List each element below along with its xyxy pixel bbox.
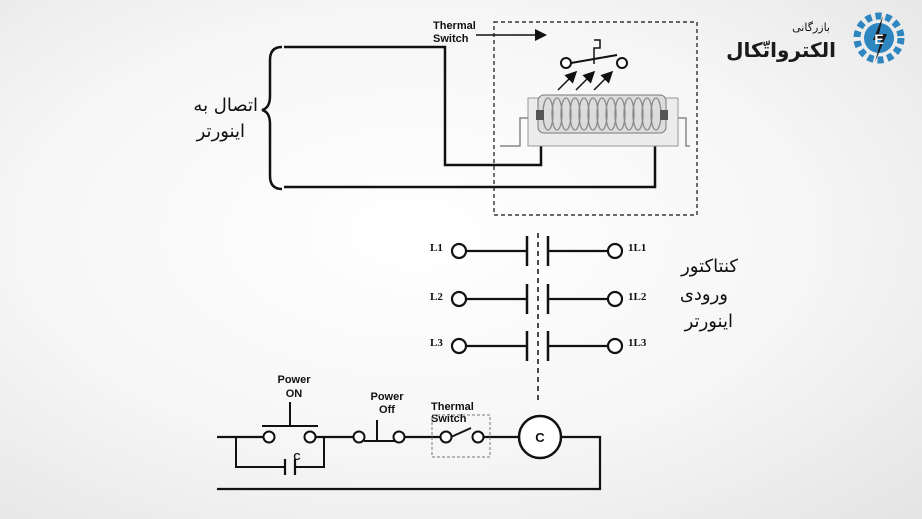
power-on-pushbutton: Power ON (262, 374, 318, 444)
contactor-coil-c: C (517, 414, 563, 460)
inverter-connection-label-line1: اتصال به (193, 95, 258, 116)
contactor-left-terminal-label: L2 (430, 291, 443, 303)
contactor-left-terminal-label: L1 (430, 242, 443, 254)
power-on-label-line1: Power (277, 374, 311, 386)
contactor-right-terminal-label: 1L3 (628, 337, 647, 349)
coil-label: C (535, 430, 545, 445)
svg-text:E: E (874, 31, 883, 47)
contactor-left-terminal-label: L3 (430, 337, 443, 349)
heat-arrows-icon (557, 70, 614, 91)
gear-lightning-logo-icon: E (853, 12, 905, 64)
holding-contact-c: C (235, 437, 325, 475)
top-thermal-switch-label-line1: Thermal (433, 20, 476, 32)
company-logo: بازرگانی الکترواتّکال E (726, 12, 905, 64)
control-circuit: Power ON C Power Off Thermal Swi (217, 374, 602, 491)
contactor-right-terminal-label: 1L2 (628, 291, 647, 303)
inverter-connection-label-line2: اینورتر (196, 121, 245, 142)
upper-wire (284, 45, 543, 167)
terminal-icon (450, 242, 468, 260)
terminal-icon (450, 337, 468, 355)
terminal-icon (606, 242, 624, 260)
control-thermal-switch: Thermal Switch (431, 401, 491, 458)
power-off-pushbutton: Power Off (352, 391, 406, 444)
terminal-icon (606, 290, 624, 308)
contactor-row: L3 1L3 (430, 331, 647, 361)
power-off-label-line2: Off (379, 404, 395, 416)
terminal-icon (450, 290, 468, 308)
power-on-label-line2: ON (286, 388, 303, 400)
contactor-label-line3: اینورتر (684, 311, 733, 332)
terminal-icon (606, 337, 624, 355)
logo-top-text: بازرگانی (792, 21, 830, 34)
holding-contact-label: C (293, 452, 300, 463)
thermal-enclosure (493, 21, 698, 216)
contactor-label-line1: کنتاکتور (680, 256, 738, 277)
heater-resistor-icon (500, 94, 690, 147)
curly-brace (261, 45, 283, 191)
contactor-label-line2: ورودی (680, 284, 728, 305)
inverter-input-contactor: L1 1L1 L2 1L2 L3 (430, 233, 738, 400)
logo-brand-text: الکترواتّکال (726, 38, 836, 62)
top-thermal-switch-label-line2: Switch (433, 33, 469, 45)
contactor-row: L1 1L1 (430, 236, 646, 266)
contactor-right-terminal-label: 1L1 (628, 242, 646, 254)
contactor-row: L2 1L2 (430, 284, 647, 314)
control-thermal-switch-label-line2: Switch (431, 413, 467, 425)
power-off-label-line1: Power (370, 391, 404, 403)
thermal-switch-symbol (560, 39, 628, 69)
control-thermal-switch-label-line1: Thermal (431, 401, 474, 413)
inverter-connection-circuit: اتصال به اینورتر Thermal Switch (193, 20, 698, 216)
